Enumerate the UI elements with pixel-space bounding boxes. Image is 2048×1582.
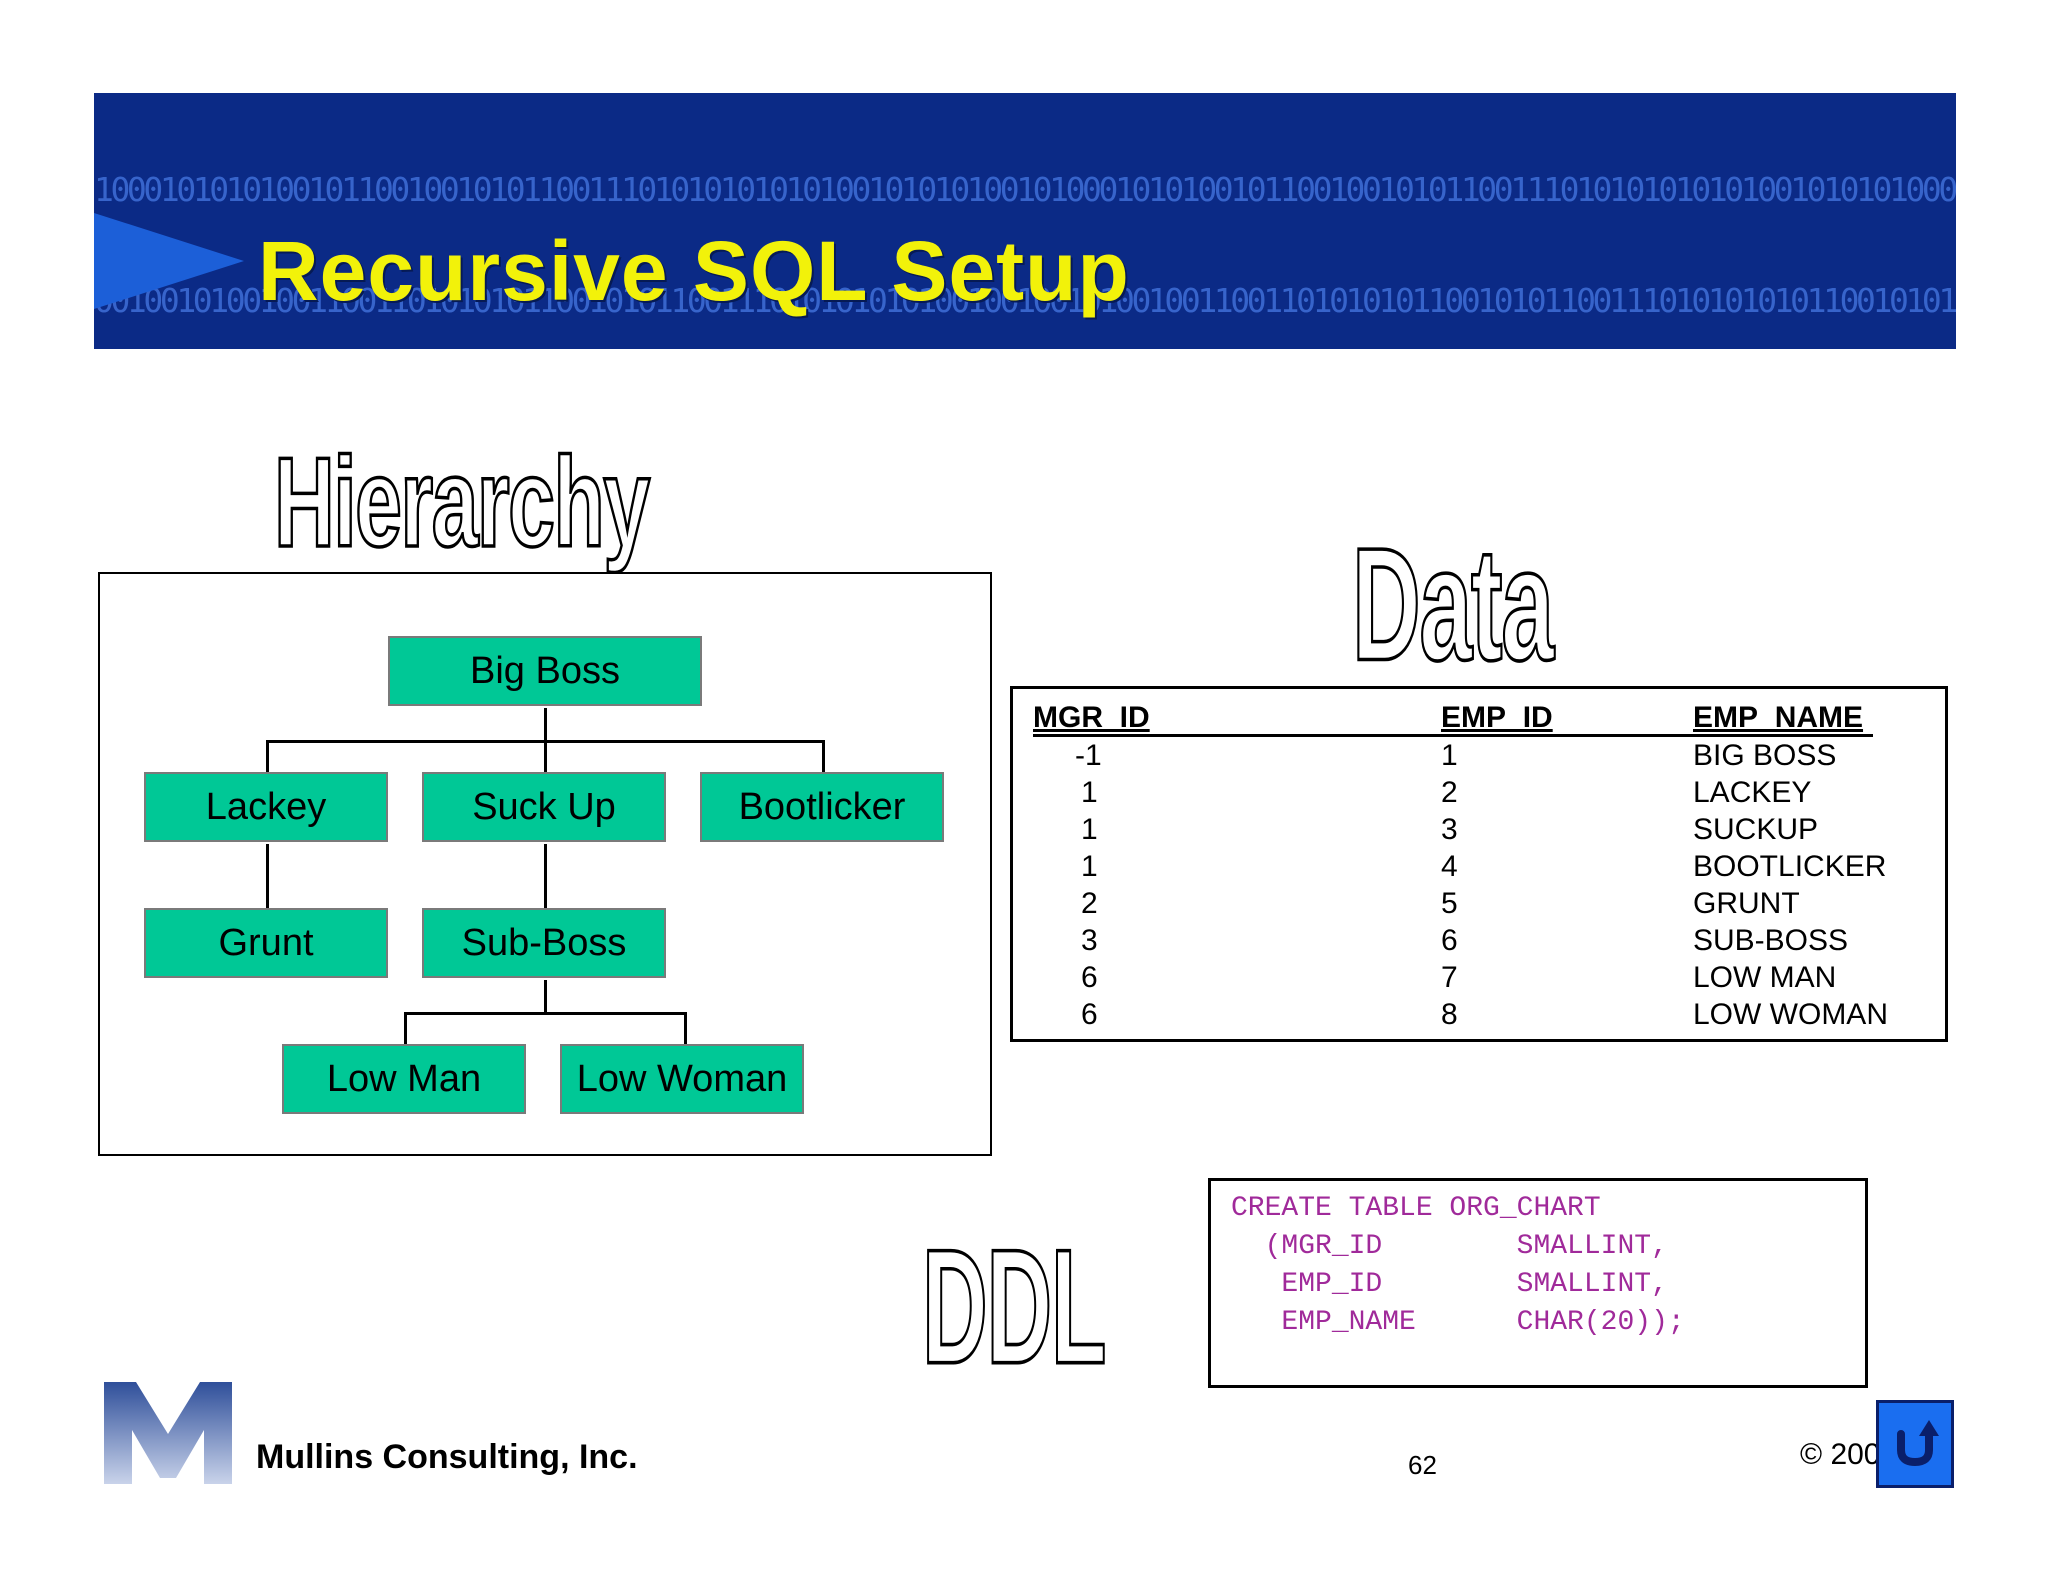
cell-emp-name: LACKEY: [1693, 776, 1812, 809]
cell-emp-id: 4: [1441, 850, 1458, 883]
header-mgr-id: MGR_ID: [1033, 701, 1150, 734]
connector: [404, 1012, 686, 1015]
node-low-woman: Low Woman: [560, 1044, 804, 1114]
data-table: MGR_ID EMP_ID EMP_NAME -1 1 BIG BOSS 1 2…: [1010, 686, 1948, 1042]
connector: [544, 980, 547, 1014]
cell-emp-id: 1: [1441, 739, 1458, 772]
connector: [822, 740, 825, 776]
cell-emp-name: GRUNT: [1693, 887, 1800, 920]
cell-emp-name: LOW WOMAN: [1693, 998, 1888, 1031]
hierarchy-diagram: Big Boss Lackey Suck Up Bootlicker Grunt…: [98, 572, 992, 1156]
node-big-boss: Big Boss: [388, 636, 702, 706]
data-heading: Data: [1351, 513, 1555, 696]
company-name: Mullins Consulting, Inc.: [256, 1438, 638, 1476]
node-grunt: Grunt: [144, 908, 388, 978]
ddl-line: (MGR_ID SMALLINT,: [1231, 1231, 1668, 1262]
cell-emp-name: BOOTLICKER: [1693, 850, 1887, 883]
node-suck-up: Suck Up: [422, 772, 666, 842]
cell-mgr-id: 6: [1081, 998, 1098, 1031]
connector: [544, 740, 547, 776]
cell-emp-name: BIG BOSS: [1693, 739, 1837, 772]
ddl-heading: DDL: [921, 1215, 1108, 1400]
arrow-decoration: [94, 213, 244, 309]
node-sub-boss: Sub-Boss: [422, 908, 666, 978]
cell-mgr-id: 6: [1081, 961, 1098, 994]
page-number: 62: [1408, 1450, 1437, 1480]
node-low-man: Low Man: [282, 1044, 526, 1114]
node-lackey: Lackey: [144, 772, 388, 842]
header-emp-name: EMP_NAME: [1693, 701, 1864, 734]
cell-emp-name: SUB-BOSS: [1693, 924, 1849, 957]
cell-mgr-id: 3: [1081, 924, 1098, 957]
cell-mgr-id: 2: [1081, 887, 1098, 920]
cell-emp-id: 3: [1441, 813, 1458, 846]
cell-emp-name: LOW MAN: [1693, 961, 1837, 994]
copyright: © 200: [1800, 1438, 1881, 1471]
header-rule: [1033, 734, 1873, 737]
node-bootlicker: Bootlicker: [700, 772, 944, 842]
connector: [266, 740, 269, 776]
cell-emp-id: 8: [1441, 998, 1458, 1031]
title-banner: 1000101010100101100100101011001110101010…: [94, 93, 1956, 349]
cell-emp-id: 6: [1441, 924, 1458, 957]
cell-mgr-id: 1: [1081, 776, 1098, 809]
binary-background: 1000101010100101100100101011001110101010…: [94, 93, 1956, 349]
ddl-line: CREATE TABLE ORG_CHART: [1231, 1193, 1601, 1224]
connector: [544, 708, 547, 742]
cell-emp-id: 7: [1441, 961, 1458, 994]
header-emp-id: EMP_ID: [1441, 701, 1553, 734]
ddl-code-box: CREATE TABLE ORG_CHART (MGR_ID SMALLINT,…: [1208, 1178, 1868, 1388]
cell-mgr-id: 1: [1081, 850, 1098, 883]
cell-mgr-id: 1: [1081, 813, 1098, 846]
connector: [266, 844, 269, 914]
return-button[interactable]: [1876, 1400, 1954, 1488]
cell-mgr-id: -1: [1075, 739, 1102, 772]
hierarchy-heading: Hierarchy: [273, 429, 652, 575]
cell-emp-name: SUCKUP: [1693, 813, 1819, 846]
connector: [544, 844, 547, 914]
ddl-line: EMP_NAME CHAR(20));: [1231, 1307, 1685, 1338]
binary-line: 0010010100100110011010101011001010110011…: [94, 281, 1956, 320]
connector: [404, 1012, 407, 1050]
binary-line: 1000101010100101100100101011001110101010…: [94, 170, 1956, 209]
slide-title: Recursive SQL Setup: [258, 224, 1130, 318]
return-arrow-icon: [1897, 1420, 1939, 1467]
ddl-line: EMP_ID SMALLINT,: [1231, 1269, 1668, 1300]
cell-emp-id: 2: [1441, 776, 1458, 809]
connector: [684, 1012, 687, 1050]
company-logo: [104, 1382, 232, 1484]
cell-emp-id: 5: [1441, 887, 1458, 920]
